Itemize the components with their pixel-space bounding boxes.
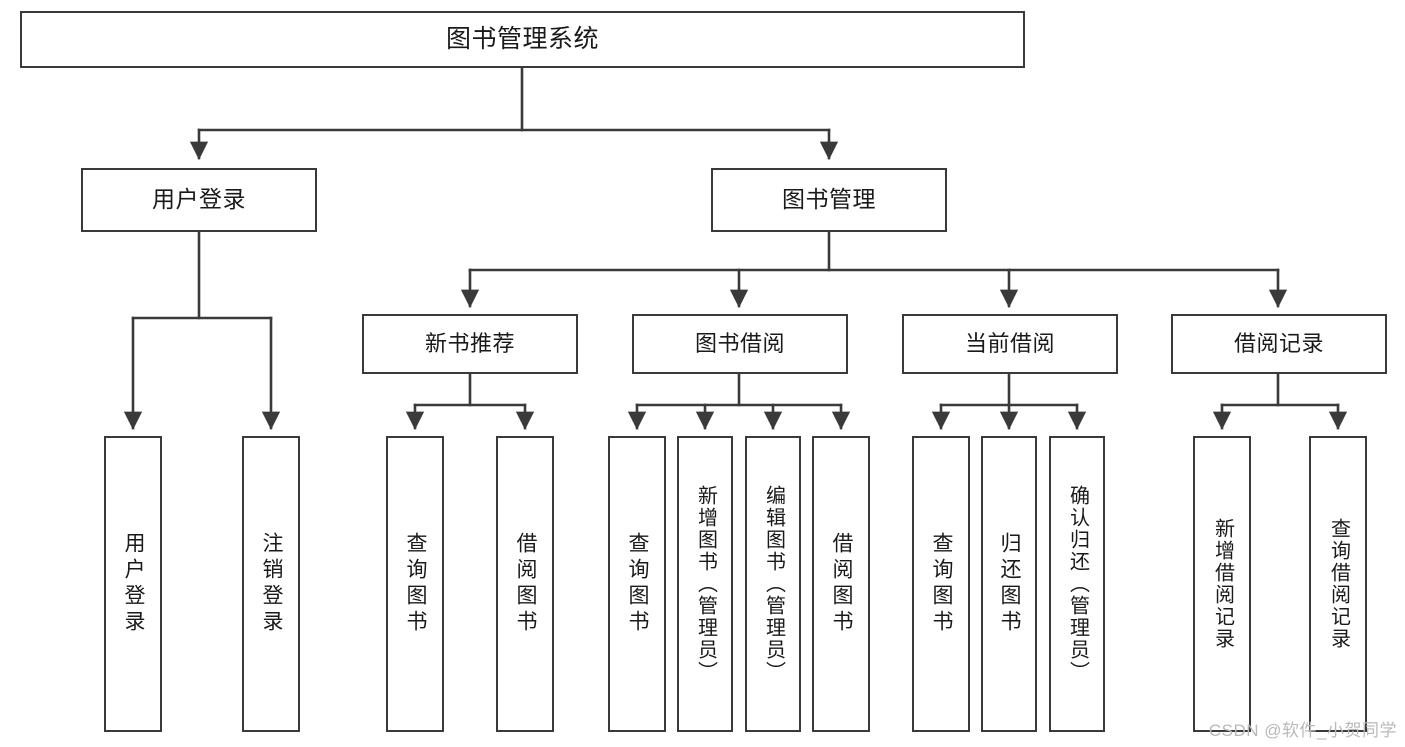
node-label: 新增借阅记录 bbox=[1211, 518, 1234, 650]
leaf-user-logout[interactable]: 注销登录 bbox=[242, 436, 300, 732]
leaf-edit-book[interactable]: 编辑图书（管理员） bbox=[745, 436, 801, 732]
leaf-query-record[interactable]: 查询借阅记录 bbox=[1309, 436, 1367, 732]
node-label: 查询借阅记录 bbox=[1327, 518, 1350, 650]
node-label: 注销登录 bbox=[260, 532, 284, 636]
node-label: 确认归还（管理员） bbox=[1066, 485, 1089, 683]
leaf-user-login[interactable]: 用户登录 bbox=[104, 436, 162, 732]
leaf-add-book[interactable]: 新增图书（管理员） bbox=[677, 436, 733, 732]
node-label: 图书借阅 bbox=[694, 331, 785, 357]
node-user-login[interactable]: 用户登录 bbox=[81, 168, 317, 232]
leaf-borrow-book-2[interactable]: 借阅图书 bbox=[812, 436, 870, 732]
node-label: 图书管理系统 bbox=[445, 24, 599, 53]
node-borrow-record[interactable]: 借阅记录 bbox=[1171, 314, 1387, 374]
node-new-book-recommend[interactable]: 新书推荐 bbox=[362, 314, 578, 374]
node-label: 借阅记录 bbox=[1233, 331, 1324, 357]
node-label: 查询图书 bbox=[626, 532, 650, 636]
node-label: 查询图书 bbox=[930, 532, 954, 636]
node-current-borrow[interactable]: 当前借阅 bbox=[902, 314, 1118, 374]
node-label: 编辑图书（管理员） bbox=[762, 485, 785, 683]
leaf-borrow-book-1[interactable]: 借阅图书 bbox=[496, 436, 554, 732]
leaf-query-book-2[interactable]: 查询图书 bbox=[608, 436, 666, 732]
node-book-manage[interactable]: 图书管理 bbox=[711, 168, 947, 232]
node-book-borrow[interactable]: 图书借阅 bbox=[632, 314, 848, 374]
node-label: 归还图书 bbox=[998, 532, 1022, 636]
node-label: 图书管理 bbox=[782, 186, 876, 213]
leaf-add-record[interactable]: 新增借阅记录 bbox=[1193, 436, 1251, 732]
node-label: 查询图书 bbox=[404, 532, 428, 636]
leaf-query-book-3[interactable]: 查询图书 bbox=[912, 436, 970, 732]
node-label: 借阅图书 bbox=[830, 532, 854, 636]
node-label: 用户登录 bbox=[122, 532, 146, 636]
leaf-return-book[interactable]: 归还图书 bbox=[981, 436, 1037, 732]
node-label: 用户登录 bbox=[152, 186, 246, 213]
node-label: 当前借阅 bbox=[964, 331, 1055, 357]
node-label: 新增图书（管理员） bbox=[694, 485, 717, 683]
leaf-query-book-1[interactable]: 查询图书 bbox=[386, 436, 444, 732]
node-root-system[interactable]: 图书管理系统 bbox=[20, 11, 1025, 68]
node-label: 借阅图书 bbox=[514, 532, 538, 636]
node-label: 新书推荐 bbox=[424, 331, 515, 357]
leaf-confirm-return[interactable]: 确认归还（管理员） bbox=[1049, 436, 1105, 732]
watermark-text: CSDN @软件_小贺同学 bbox=[1208, 721, 1397, 740]
